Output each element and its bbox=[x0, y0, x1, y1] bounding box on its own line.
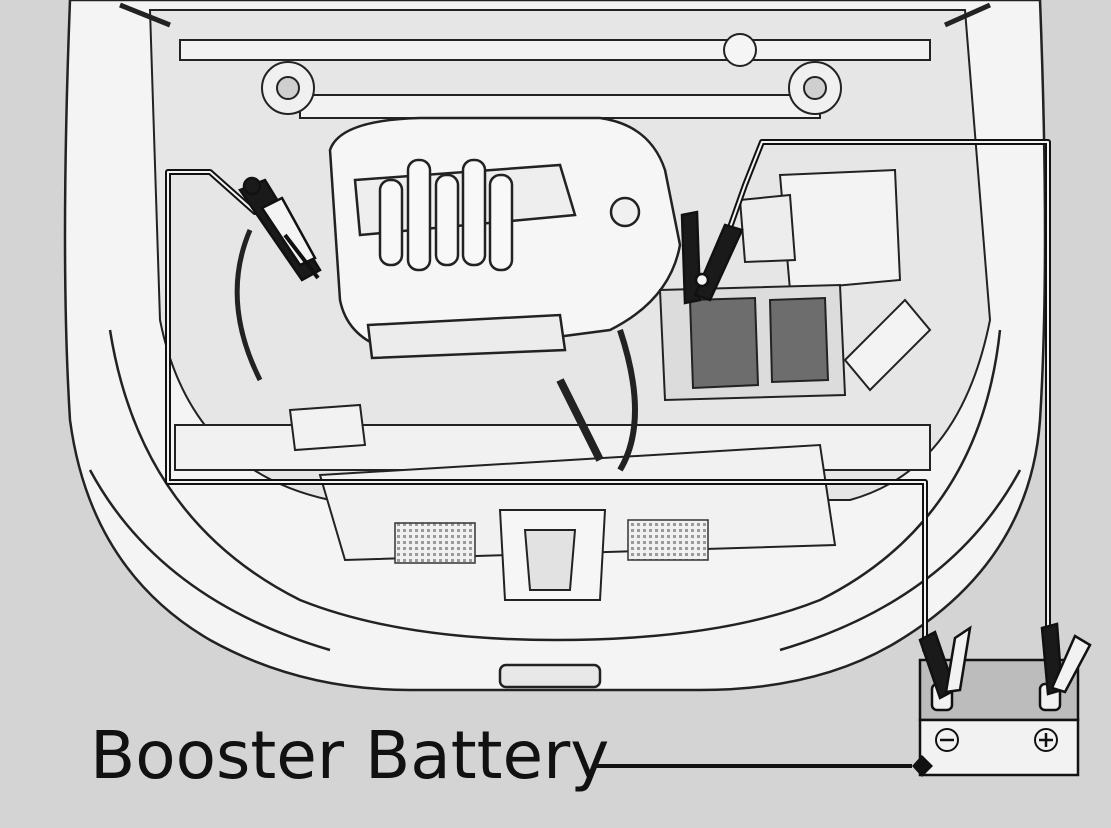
engine-cover bbox=[328, 116, 682, 360]
callout-pointer-icon bbox=[912, 755, 933, 777]
vehicle-positive-clamp bbox=[680, 210, 744, 305]
ground-clamp bbox=[238, 176, 322, 282]
vehicle-battery bbox=[658, 283, 847, 402]
right-grille bbox=[627, 519, 709, 561]
jumper-cables bbox=[165, 139, 1051, 653]
callout-label: Booster Battery bbox=[90, 717, 609, 794]
booster-battery-group bbox=[918, 622, 1092, 777]
left-grille bbox=[394, 522, 476, 564]
